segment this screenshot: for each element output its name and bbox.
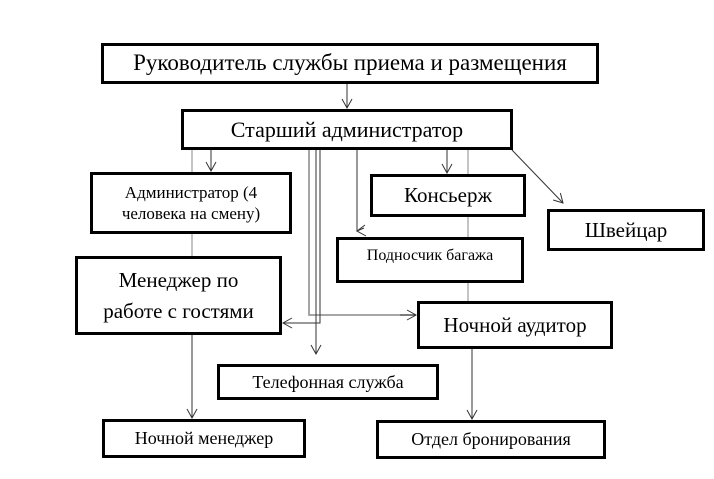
- node-administrator-label-2: человека на смену): [121, 204, 261, 223]
- node-administrator: Администратор (4 человека на смену): [90, 172, 292, 234]
- node-doorman-label: Швейцар: [584, 217, 668, 242]
- node-head: Руководитель службы приема и размещения: [101, 43, 599, 84]
- node-head-label: Руководитель службы приема и размещения: [133, 50, 567, 76]
- node-phone-service: Телефонная служба: [217, 364, 439, 400]
- node-reservations-label: Отдел бронирования: [411, 429, 571, 450]
- node-night-auditor-label: Ночной аудитор: [443, 312, 587, 337]
- node-phone-service-label: Телефонная служба: [252, 371, 404, 392]
- edge-senior-guest: [281, 150, 321, 329]
- porter-arrowhead: [356, 224, 367, 237]
- node-doorman: Швейцар: [547, 209, 705, 251]
- node-reservations: Отдел бронирования: [376, 420, 606, 459]
- node-night-manager-label: Ночной менеджер: [134, 428, 274, 449]
- node-administrator-label-1: Администратор (4: [124, 182, 258, 202]
- edge-senior-porter: [356, 150, 365, 232]
- node-guest-manager: Менеджер по работе с гостями: [75, 256, 282, 335]
- node-concierge: Консьерж: [370, 174, 526, 217]
- node-guest-manager-label-2: работе с гостями: [103, 298, 254, 323]
- node-senior-admin-label: Старший администратор: [230, 116, 464, 142]
- edge-senior-nightaudit: [308, 150, 416, 316]
- node-senior-admin: Старший администратор: [181, 109, 513, 150]
- node-guest-manager-label-1: Менеджер по: [118, 268, 239, 293]
- node-night-auditor: Ночной аудитор: [417, 301, 613, 349]
- edge-senior-doorman: [511, 149, 564, 204]
- node-porter: Подносчик багажа: [336, 237, 524, 283]
- node-concierge-label: Консьерж: [404, 183, 492, 208]
- node-porter-label: Подносчик багажа: [366, 247, 494, 264]
- node-night-manager: Ночной менеджер: [102, 419, 306, 458]
